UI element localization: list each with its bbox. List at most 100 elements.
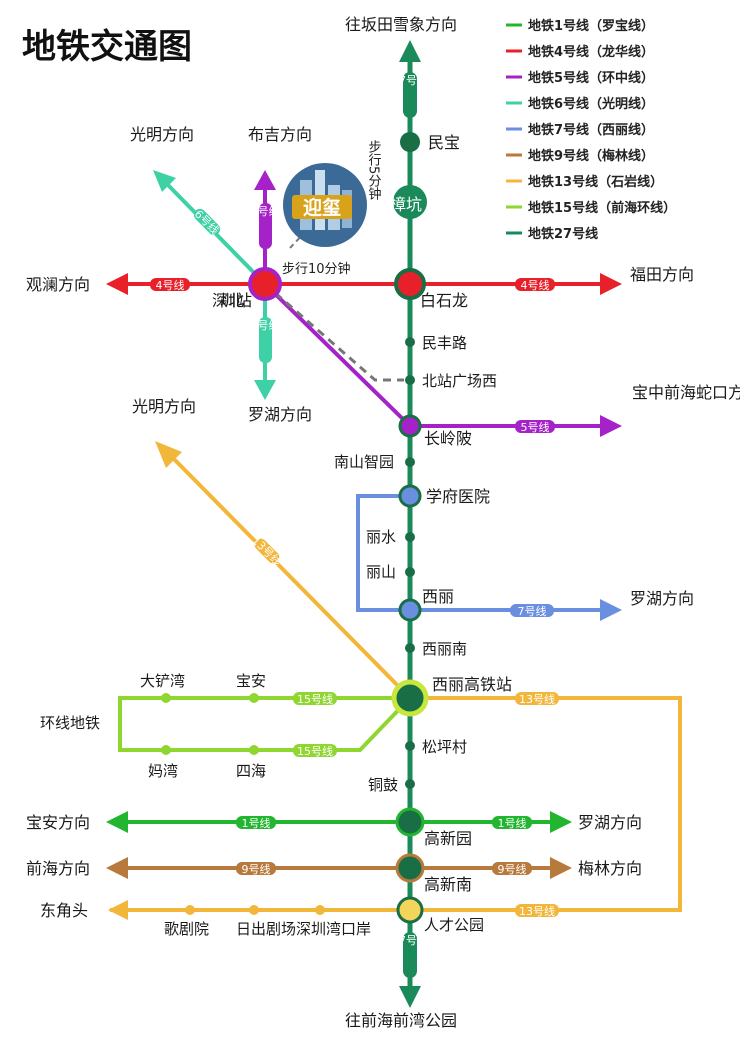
arrow-guanlan-icon <box>106 273 128 295</box>
label-lishan: 丽山 <box>366 563 396 581</box>
dir-guangming13: 光明方向 <box>132 397 196 416</box>
tag-13-bottom: 13号线 <box>519 904 555 918</box>
label-songpingcun: 松坪村 <box>422 738 467 756</box>
arrow-north-icon <box>399 40 421 62</box>
label-dachanwan: 大铲湾 <box>140 672 185 690</box>
arrow-qianhai9-icon <box>106 857 128 879</box>
stations-27 <box>391 132 429 924</box>
dir-top: 往坂田雪象方向 <box>345 15 457 34</box>
dir-futian: 福田方向 <box>630 265 694 284</box>
label-gaoxinnan: 高新南 <box>424 875 472 894</box>
label-lishui: 丽水 <box>366 528 396 546</box>
svg-text:9号线: 9号线 <box>498 862 527 876</box>
label-baoan: 宝安 <box>236 672 266 690</box>
legend-item: 地铁6号线（光明线） <box>528 96 654 112</box>
legend-item: 地铁13号线（石岩线） <box>528 174 663 190</box>
project-marker[interactable]: 迎玺 <box>283 163 367 247</box>
line-13: 13号线 13号线 13号线 <box>108 441 682 920</box>
arrow-futian-icon <box>600 273 622 295</box>
label-loop: 环线地铁 <box>40 714 100 732</box>
svg-text:7号线: 7号线 <box>518 604 547 618</box>
label-nanshan-zhiyuan: 南山智园 <box>334 453 394 471</box>
arrow-south-icon <box>399 986 421 1008</box>
label-changlingpi: 长岭陂 <box>424 429 472 448</box>
svg-text:5号线: 5号线 <box>251 204 280 218</box>
tag-13-diag: 13号线 <box>249 533 284 568</box>
dir-buji: 布吉方向 <box>248 125 312 144</box>
station-zhangkeng <box>393 185 427 219</box>
station-baishilong <box>394 268 426 300</box>
arrow-meilin9-icon <box>550 857 572 879</box>
dir-luohu7: 罗湖方向 <box>630 589 694 608</box>
arrow-buji-icon <box>254 170 276 190</box>
dir-dongjiaotou: 东角头 <box>40 901 88 920</box>
line-7: 7号线 <box>356 494 622 621</box>
label-beizhan-west: 北站广场西 <box>422 372 497 390</box>
svg-text:15号线: 15号线 <box>297 692 333 706</box>
svg-text:15号线: 15号线 <box>297 744 333 758</box>
svg-text:1号线: 1号线 <box>498 816 527 830</box>
svg-text:27号线: 27号线 <box>392 73 428 87</box>
label-xuefu: 学府医院 <box>426 487 490 506</box>
arrow-dongjiaotou-icon <box>108 900 128 920</box>
dir-luohu1: 罗湖方向 <box>578 813 642 832</box>
tag-13-right: 13号线 <box>519 692 555 706</box>
label-xili: 西丽 <box>422 587 454 606</box>
walk-10-label: 步行10分钟 <box>282 261 351 277</box>
walk-5-label: 步行5分钟 <box>366 140 382 201</box>
page-title: 地铁交通图 <box>22 27 192 67</box>
dir-qianhai5: 宝中前海蛇口方向 <box>632 383 740 402</box>
arrow-luohu7-icon <box>600 599 622 621</box>
arrow-luohu1-icon <box>550 811 572 833</box>
label-tonggu: 铜鼓 <box>368 776 398 794</box>
label-rencai: 人才公园 <box>424 916 484 934</box>
walk-path <box>264 282 404 382</box>
label-zhangkeng: 樟坑 <box>390 195 422 214</box>
label-richu: 日出剧场 <box>236 920 296 938</box>
legend-item: 地铁7号线（西丽线） <box>528 122 654 138</box>
legend-item: 地铁15号线（前海环线） <box>528 200 676 216</box>
label-shenzhen-north: 深圳北站 <box>212 291 252 310</box>
project-name: 迎玺 <box>303 196 341 219</box>
label-geju: 歌剧院 <box>164 920 209 938</box>
arrow-guangming6-icon <box>153 170 176 192</box>
svg-text:9号线: 9号线 <box>242 862 271 876</box>
arrow-guangming13-icon <box>155 441 182 468</box>
svg-text:4号线: 4号线 <box>521 278 550 292</box>
arrow-luohu6-icon <box>254 380 276 400</box>
dir-bottom: 往前海前湾公园 <box>345 1011 457 1030</box>
dir-guangming6: 光明方向 <box>130 125 194 144</box>
svg-text:6号线: 6号线 <box>251 318 280 332</box>
legend-item: 地铁1号线（罗宝线） <box>528 18 654 34</box>
svg-text:1号线: 1号线 <box>242 816 271 830</box>
label-sihai: 四海 <box>236 762 266 780</box>
label-xili-south: 西丽南 <box>422 640 467 658</box>
label-baishilong: 白石龙 <box>420 291 468 310</box>
label-minfeng: 民丰路 <box>422 334 467 352</box>
label-xili-hsr: 西丽高铁站 <box>432 675 512 694</box>
legend-item: 地铁9号线（梅林线） <box>528 148 654 164</box>
legend-item: 地铁4号线（龙华线） <box>528 44 654 60</box>
line-4: 4号线 4号线 <box>106 273 622 295</box>
arrow-baoan1-icon <box>106 811 128 833</box>
line-15: 15号线 15号线 <box>118 692 412 758</box>
legend-item: 地铁27号线 <box>528 226 598 242</box>
line-5: 5号线 5号线 <box>251 170 622 437</box>
station-shenzhen-north <box>248 267 282 301</box>
legend: 地铁1号线（罗宝线）地铁4号线（龙华线）地铁5号线（环中线）地铁6号线（光明线）… <box>506 18 676 242</box>
dir-baoan1: 宝安方向 <box>26 813 90 832</box>
svg-text:27号线: 27号线 <box>392 933 428 947</box>
svg-text:5号线: 5号线 <box>521 420 550 434</box>
line-1: 1号线 1号线 <box>106 811 572 833</box>
label-minbao: 民宝 <box>428 133 460 152</box>
label-mawan: 妈湾 <box>148 762 178 780</box>
label-gaoxinyuan: 高新园 <box>424 829 472 848</box>
svg-text:4号线: 4号线 <box>156 278 185 292</box>
arrow-qianhai5-icon <box>600 415 622 437</box>
dir-meilin9: 梅林方向 <box>578 859 642 878</box>
dir-guanlan: 观澜方向 <box>26 275 90 294</box>
label-shenzhenwan: 深圳湾口岸 <box>296 920 371 938</box>
line-9: 9号线 9号线 <box>106 857 572 879</box>
station-minbao <box>400 132 420 152</box>
